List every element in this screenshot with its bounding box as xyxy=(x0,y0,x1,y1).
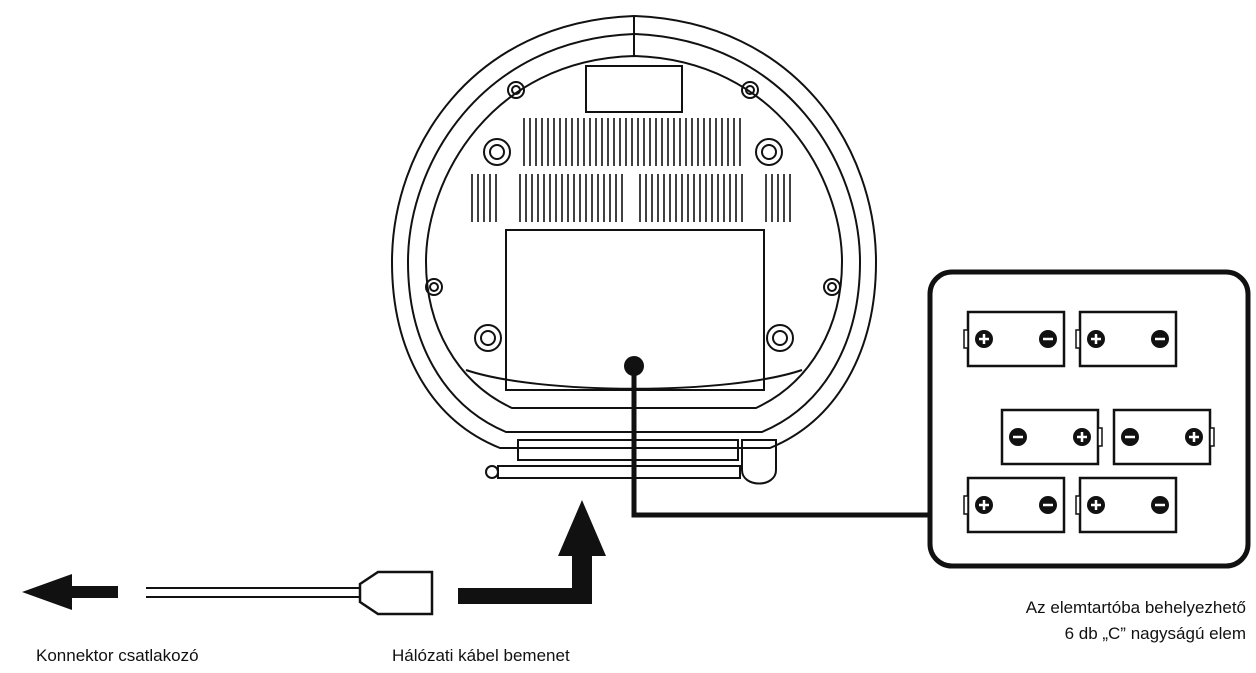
ventilation-grille xyxy=(471,118,791,222)
battery-note-line2: 6 db „C” nagyságú elem xyxy=(1064,624,1246,643)
connector-arrow xyxy=(22,574,118,610)
stand-foot xyxy=(741,439,777,485)
battery-cell xyxy=(1112,408,1215,466)
antenna xyxy=(497,465,741,479)
screw-icon xyxy=(425,81,841,352)
cable-input-label: Hálózati kábel bemenet xyxy=(392,646,570,665)
device-inner-shell xyxy=(406,32,862,433)
battery-cell xyxy=(963,310,1066,368)
cable-input-arrow xyxy=(458,500,606,604)
batteries-group xyxy=(963,310,1215,534)
callout-line xyxy=(631,366,930,518)
battery-cell xyxy=(963,476,1066,534)
callout-dot xyxy=(624,356,644,376)
battery-note-line1: Az elemtartóba behelyezhető xyxy=(1025,598,1246,617)
bottom-connector-strip xyxy=(517,439,739,461)
device-outer-shell xyxy=(390,14,878,449)
device-back-panel xyxy=(424,54,844,409)
battery-cell xyxy=(1075,310,1178,368)
battery-cell xyxy=(1000,408,1103,466)
battery-cell xyxy=(1075,476,1178,534)
connector-label: Konnektor csatlakozó xyxy=(36,646,199,665)
rating-label-plate xyxy=(585,65,683,113)
connector-cable xyxy=(146,570,434,616)
